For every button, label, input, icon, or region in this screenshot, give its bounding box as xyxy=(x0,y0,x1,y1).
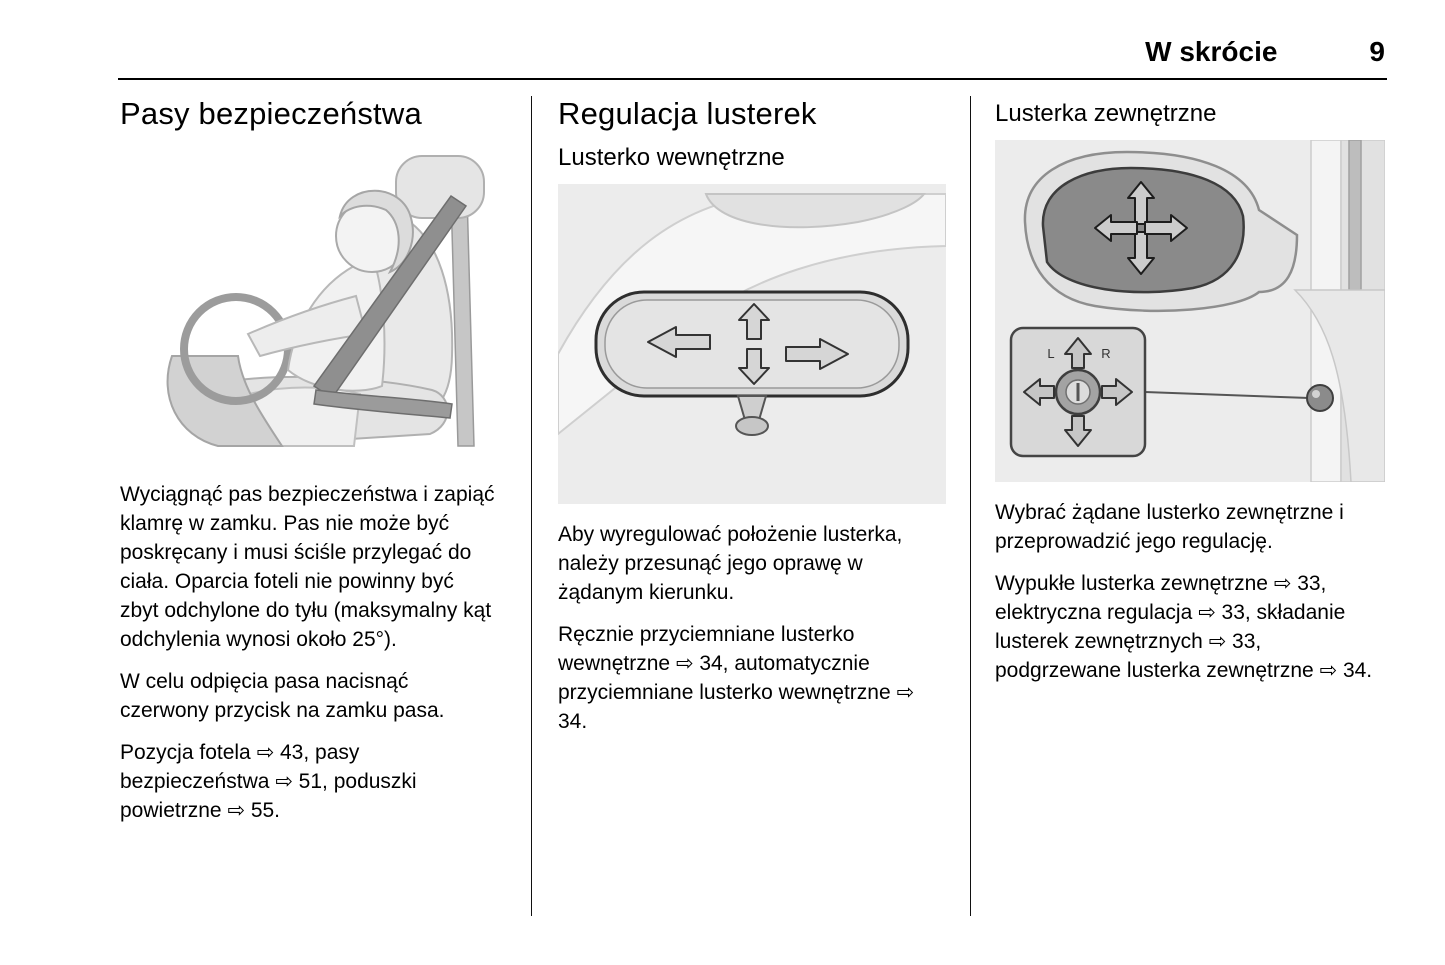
left-arrow-icon xyxy=(1023,378,1055,406)
down-arrow-icon xyxy=(1064,415,1092,447)
mirror-switch-on-door xyxy=(1306,384,1334,412)
section-seatbelts: Pasy bezpieczeństwa xyxy=(120,96,495,838)
section-heading-mirrors: Regulacja lusterek xyxy=(558,96,817,131)
mirror-knob xyxy=(735,416,769,436)
up-arrow-icon xyxy=(1127,181,1155,225)
switch-left-label: L xyxy=(1047,346,1054,361)
right-arrow-icon xyxy=(1144,214,1188,242)
headrest xyxy=(395,155,485,219)
chapter-title: W skrócie xyxy=(1145,36,1278,67)
interior-mirror-illustration xyxy=(557,184,948,504)
door-panel xyxy=(1293,289,1386,483)
seatbelts-paragraph: W celu odpięcia pasa nacisnąć czerwony p… xyxy=(120,670,445,722)
window-channel xyxy=(1348,139,1362,291)
section-exterior-mirrors: Lusterka zewnętrzne xyxy=(995,96,1387,698)
right-arrow-icon xyxy=(785,338,849,370)
exterior-mirror-paragraph: Wybrać żądane lusterko zewnętrzne i prze… xyxy=(995,501,1344,553)
interior-mirror-drawing xyxy=(557,184,947,504)
driver-hair xyxy=(338,189,414,275)
subheading-interior-mirror: Lusterko wewnętrzne xyxy=(558,144,785,171)
column-divider xyxy=(531,96,532,916)
switch-right-label: R xyxy=(1101,346,1110,361)
down-arrow-icon xyxy=(1127,231,1155,275)
callout-line xyxy=(1144,391,1310,399)
overhead-console xyxy=(704,193,927,229)
down-arrow-icon xyxy=(738,348,770,385)
right-arrow-icon xyxy=(1101,378,1133,406)
header-divider xyxy=(118,78,1387,80)
column-divider xyxy=(970,96,971,916)
seatbelts-paragraph: Wyciągnąć pas bezpieczeństwa i zapiąć kl… xyxy=(120,483,495,651)
exterior-mirror-illustration: L R xyxy=(995,139,1387,483)
up-arrow-icon xyxy=(1064,337,1092,369)
interior-mirror-paragraph: Aby wyregulować położenie lusterka, nale… xyxy=(558,523,903,604)
seatbelts-cross-references: Pozycja fotela ⇨ 43, pasy bezpieczeństwa… xyxy=(120,741,417,822)
mirror-glass xyxy=(1041,166,1245,294)
section-heading-seatbelts: Pasy bezpieczeństwa xyxy=(120,96,422,131)
driver-arms xyxy=(246,294,368,358)
left-arrow-icon xyxy=(1094,214,1138,242)
seatbelt-illustration xyxy=(120,144,495,464)
lap-belt xyxy=(313,389,453,419)
page-header: W skrócie 9 xyxy=(120,36,1385,68)
exterior-mirror-drawing: L R xyxy=(995,139,1386,483)
seatbelt-drawing xyxy=(120,144,493,464)
page-number: 9 xyxy=(1369,36,1385,67)
exterior-mirror-cross-references: Wypukłe lusterka zewnętrzne ⇨ 33, elektr… xyxy=(995,572,1373,682)
section-mirror-adjustment: Regulacja lusterek Lusterko wewnętrzne xyxy=(557,96,948,749)
subheading-exterior-mirrors: Lusterka zewnętrzne xyxy=(995,100,1217,127)
interior-mirror-cross-references: Ręcznie przyciemniane lusterko wewnętrzn… xyxy=(558,623,915,733)
left-arrow-icon xyxy=(647,326,711,358)
mirror-switch-inset: L R xyxy=(1009,326,1147,458)
up-arrow-icon xyxy=(738,303,770,340)
